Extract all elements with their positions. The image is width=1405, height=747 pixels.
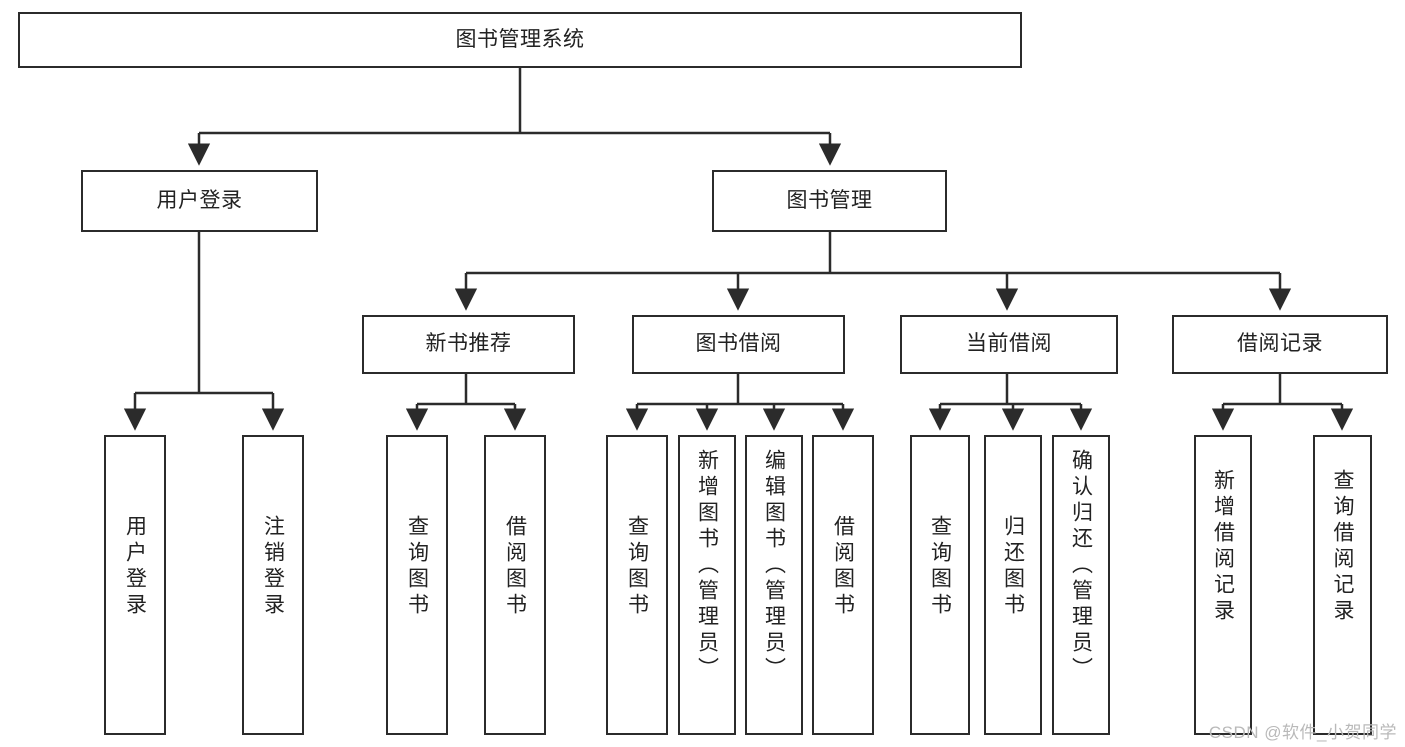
node-book-manage-label: 图书管理 [786, 188, 873, 212]
node-leaf-borrow-book-1-label: 借阅图书 [503, 515, 527, 619]
node-leaf-return-book-label: 归还图书 [1001, 515, 1025, 619]
edges-user-login [123, 232, 285, 431]
node-leaf-query-book-3-label: 查询图书 [928, 515, 952, 619]
edges-current-borrow [928, 374, 1093, 431]
node-leaf-add-book-label: 新增图书（管理员） [695, 449, 719, 683]
node-leaf-query-borrow-record-label: 查询借阅记录 [1331, 469, 1354, 625]
node-new-book-recommend[interactable]: 新书推荐 [362, 315, 575, 374]
edges-book-borrow [625, 374, 855, 431]
node-book-borrow[interactable]: 图书借阅 [632, 315, 845, 374]
node-leaf-user-login[interactable]: 用户登录 [104, 435, 166, 735]
node-leaf-query-book-2[interactable]: 查询图书 [606, 435, 668, 735]
node-current-borrow[interactable]: 当前借阅 [900, 315, 1118, 374]
node-leaf-user-logout[interactable]: 注销登录 [242, 435, 304, 735]
node-leaf-add-borrow-record[interactable]: 新增借阅记录 [1194, 435, 1252, 735]
node-borrow-record-label: 借阅记录 [1237, 332, 1323, 356]
node-leaf-confirm-return[interactable]: 确认归还（管理员） [1052, 435, 1110, 735]
edges-borrow-record [1211, 374, 1354, 431]
node-current-borrow-label: 当前借阅 [966, 332, 1052, 356]
node-root[interactable]: 图书管理系统 [18, 12, 1022, 68]
node-user-login[interactable]: 用户登录 [81, 170, 318, 232]
node-leaf-user-logout-label: 注销登录 [261, 515, 285, 619]
node-book-manage[interactable]: 图书管理 [712, 170, 947, 232]
node-leaf-add-book[interactable]: 新增图书（管理员） [678, 435, 736, 735]
node-user-login-label: 用户登录 [156, 188, 243, 212]
node-leaf-borrow-book-2[interactable]: 借阅图书 [812, 435, 874, 735]
node-new-book-recommend-label: 新书推荐 [425, 332, 512, 356]
edges-book-manage [454, 232, 1292, 311]
edges-new-book-recommend [405, 374, 527, 431]
node-root-label: 图书管理系统 [455, 27, 585, 51]
node-leaf-user-login-label: 用户登录 [123, 515, 147, 619]
node-leaf-return-book[interactable]: 归还图书 [984, 435, 1042, 735]
node-leaf-edit-book-label: 编辑图书（管理员） [762, 449, 786, 683]
node-leaf-borrow-book-1[interactable]: 借阅图书 [484, 435, 546, 735]
node-leaf-query-book-1-label: 查询图书 [405, 515, 429, 619]
node-leaf-add-borrow-record-label: 新增借阅记录 [1211, 469, 1235, 625]
node-book-borrow-label: 图书借阅 [695, 332, 782, 356]
node-leaf-query-book-2-label: 查询图书 [625, 515, 649, 619]
node-borrow-record[interactable]: 借阅记录 [1172, 315, 1388, 374]
node-leaf-query-borrow-record[interactable]: 查询借阅记录 [1313, 435, 1372, 735]
node-leaf-query-book-3[interactable]: 查询图书 [910, 435, 970, 735]
node-leaf-borrow-book-2-label: 借阅图书 [831, 515, 855, 619]
node-leaf-query-book-1[interactable]: 查询图书 [386, 435, 448, 735]
node-leaf-edit-book[interactable]: 编辑图书（管理员） [745, 435, 803, 735]
edges-root [187, 68, 842, 166]
node-leaf-confirm-return-label: 确认归还（管理员） [1069, 449, 1093, 683]
